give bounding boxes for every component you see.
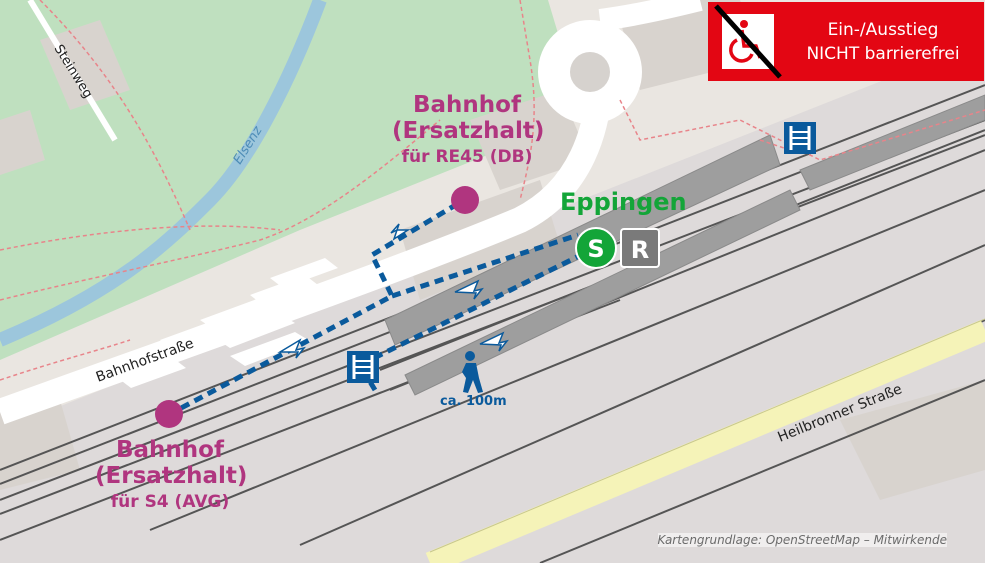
sbahn-icon: S xyxy=(575,227,617,269)
stop-name: Bahnhof xyxy=(116,437,224,463)
map-credit: Kartengrundlage: OpenStreetMap – Mitwirk… xyxy=(657,533,947,547)
walk-routes xyxy=(166,197,597,418)
pedestrian-icon xyxy=(462,351,483,393)
direction-arrows xyxy=(277,223,509,359)
stairs-icon xyxy=(347,351,379,383)
stop-marker-s4[interactable] xyxy=(155,400,183,428)
building xyxy=(470,90,590,190)
platform-3 xyxy=(799,94,985,191)
stop-detail: für S4 (AVG) xyxy=(110,491,230,512)
stop-sub: (Ersatzhalt) xyxy=(95,463,248,490)
heilbronner-strasse-road xyxy=(425,319,985,563)
heilbronner-strasse-edge xyxy=(429,318,985,553)
warning-line-1: Ein-/Ausstieg xyxy=(827,19,939,40)
stop-sub: (Ersatzhalt) xyxy=(392,118,545,145)
road-north xyxy=(598,0,703,31)
regio-icon: R xyxy=(620,228,660,268)
stop-marker-re45[interactable] xyxy=(451,186,479,214)
walk-distance: ca. 100m xyxy=(440,394,507,409)
footpaths xyxy=(0,0,985,381)
stop-name: Bahnhof xyxy=(413,92,521,118)
building xyxy=(840,380,985,500)
station-name: Eppingen xyxy=(560,188,687,216)
stop-label-s4: Bahnhof (Ersatzhalt) für S4 (AVG) xyxy=(95,437,248,512)
stop-label-re45: Bahnhof (Ersatzhalt) für RE45 (DB) xyxy=(392,92,545,167)
parking-bays xyxy=(118,258,338,388)
river-elsenz xyxy=(0,0,327,347)
stairs-icon xyxy=(784,122,816,154)
steinweg-road xyxy=(27,0,118,142)
roundabout-center xyxy=(570,52,610,92)
svg-text:R: R xyxy=(631,236,649,264)
svg-text:S: S xyxy=(587,235,604,263)
building xyxy=(0,400,80,490)
wheelchair-crossed-icon xyxy=(708,2,788,81)
warning-line-2: NICHT barrierefrei xyxy=(806,43,960,64)
accessibility-warning: Ein-/Ausstieg NICHT barrierefrei xyxy=(708,2,984,81)
building xyxy=(0,110,45,175)
stop-detail: für RE45 (DB) xyxy=(401,146,533,167)
building xyxy=(40,20,130,110)
